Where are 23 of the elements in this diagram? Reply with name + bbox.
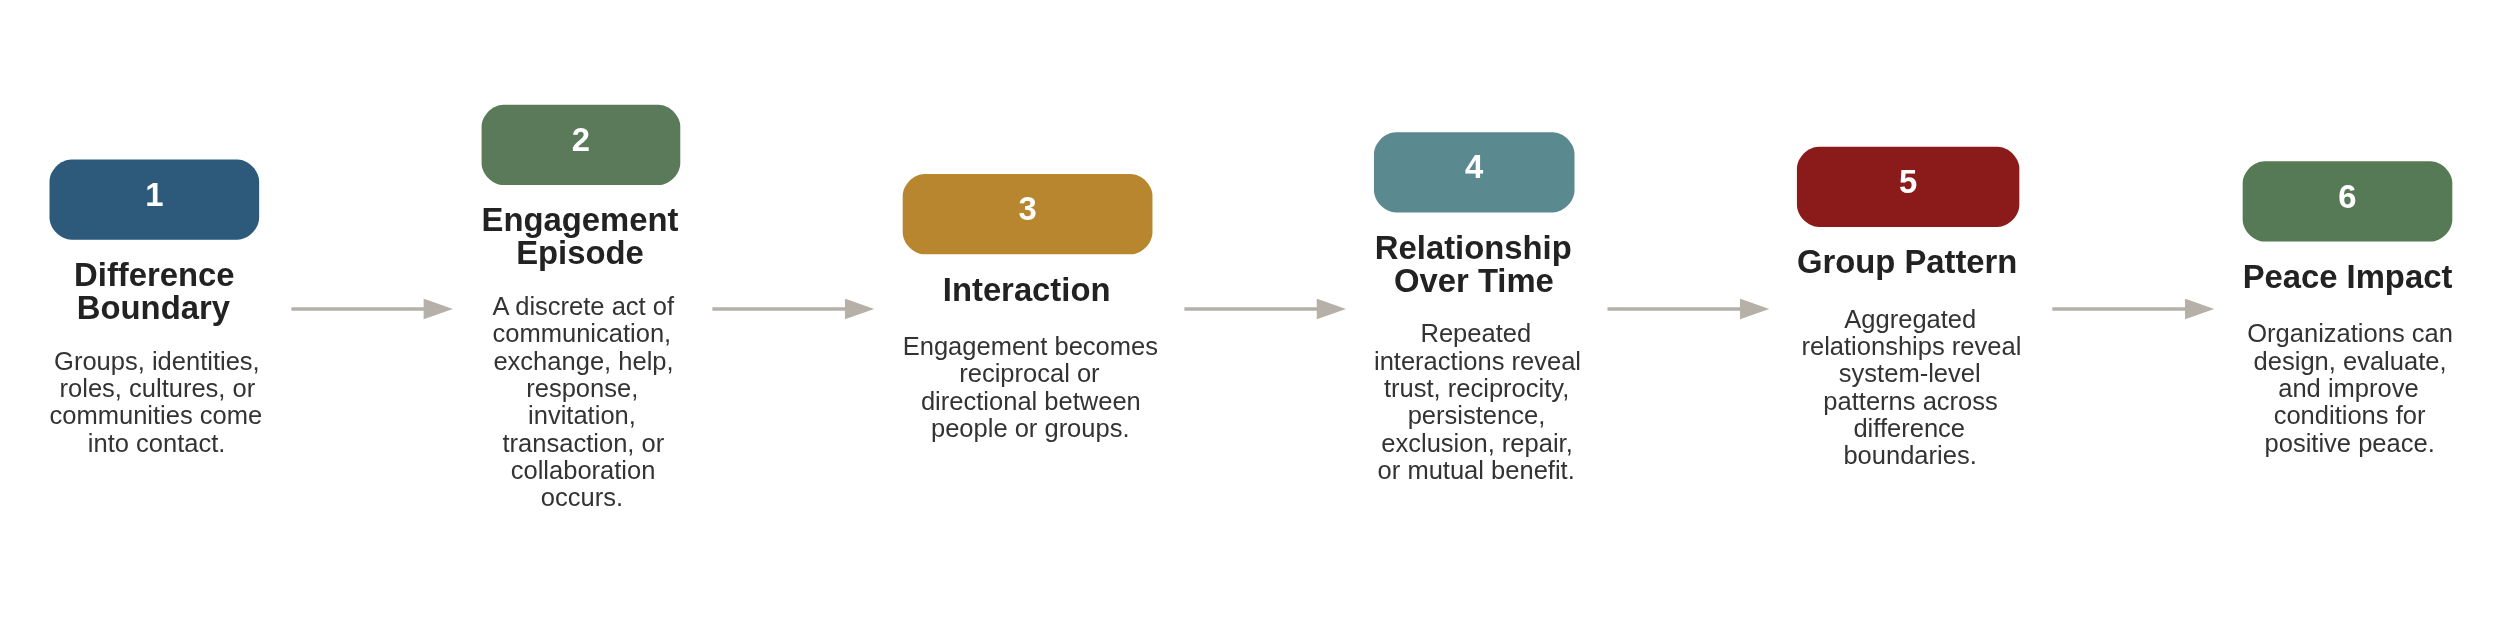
node-box: 3: [902, 173, 1153, 254]
node-label: Engagement becomes reciprocal or directional between people or groups.: [902, 331, 1159, 442]
node-label: Organizations can design, evaluate, and improve conditions for positive peace.: [2247, 318, 2453, 457]
node-label: Groups, identities, roles, cultures, or communities come into contact.: [49, 346, 263, 457]
arrow: [2052, 298, 2215, 319]
arrow: [1184, 298, 1346, 319]
node-box: 5: [1796, 146, 2020, 227]
node-label: Interaction: [942, 270, 1111, 308]
node-label: Repeated interactions reveal trust, reciprocity, persistence, exclusion, repair, or mutual benefit.: [1373, 318, 1582, 484]
node-label: A discrete act of communication, exchange, help, response, invitation, transaction, or collaboration occurs.: [492, 291, 675, 511]
node-label: Aggregated relationships reveal system-level patterns across difference boundaries.: [1801, 304, 2022, 469]
node-label: Relationship Over Time: [1374, 228, 1572, 298]
node-label: Group Pattern: [1796, 242, 2018, 280]
node-label: Engagement Episode: [481, 200, 679, 271]
node-box: 1: [49, 159, 260, 240]
arrow: [1607, 298, 1770, 319]
arrow: [712, 298, 875, 319]
arrow: [291, 298, 453, 319]
node-box: 2: [481, 104, 681, 185]
node-box: 6: [2242, 160, 2453, 242]
node-label: Peace Impact: [2242, 257, 2453, 295]
node-box: 4: [1373, 131, 1575, 212]
node-label: Difference Boundary: [74, 255, 235, 326]
